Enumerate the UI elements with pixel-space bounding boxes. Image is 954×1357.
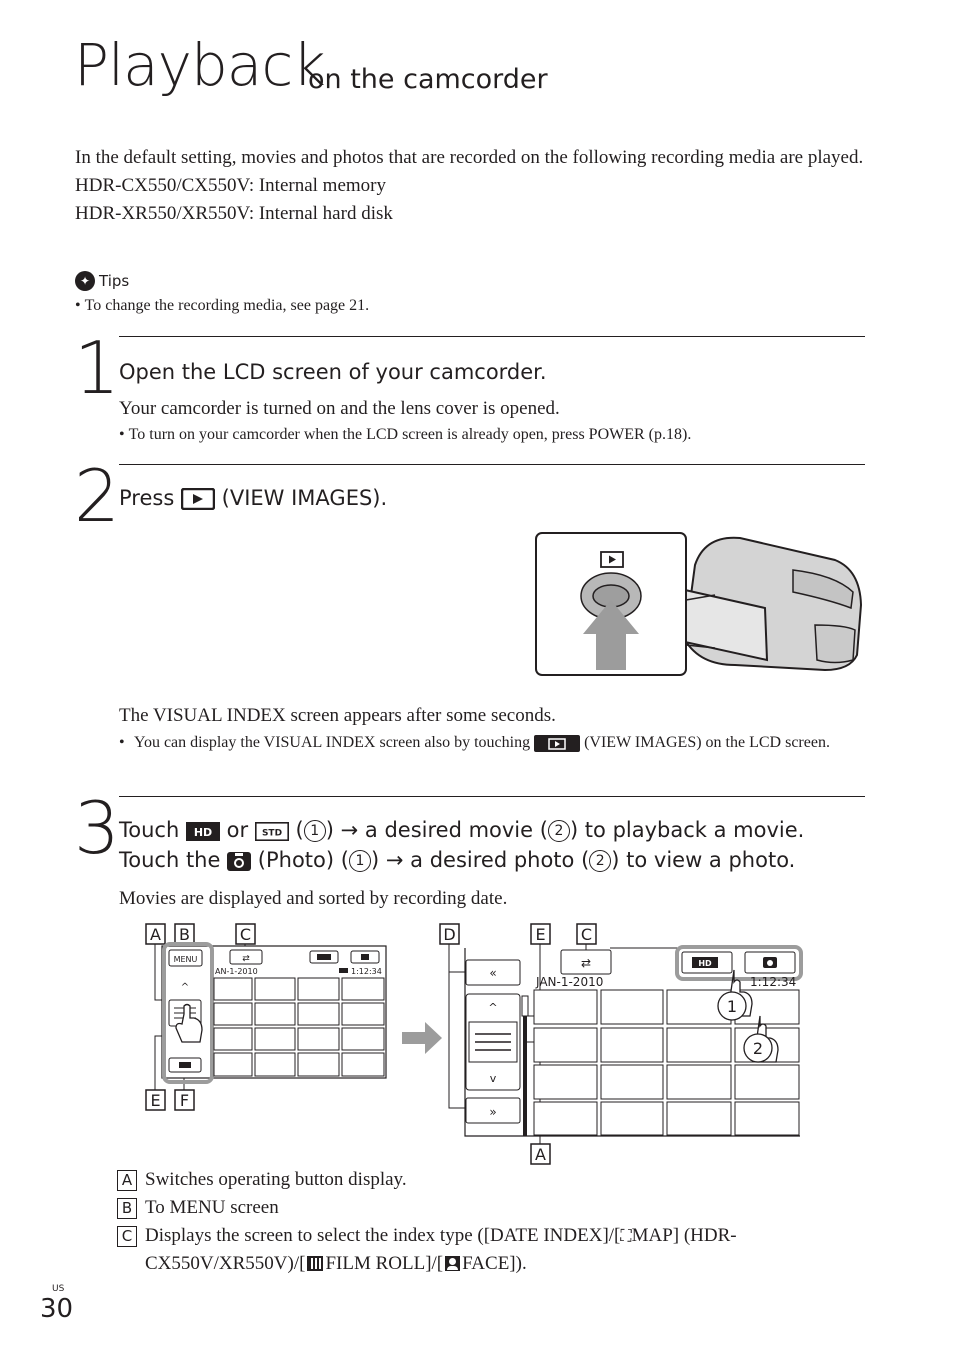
svg-text:STD: STD <box>262 828 282 838</box>
label-b: B <box>179 925 190 944</box>
small-date: AN-1-2010 <box>215 967 258 976</box>
circled-2-hand: 2 <box>753 1039 763 1058</box>
svg-text:⇄: ⇄ <box>581 956 591 970</box>
hd-movie-icon: HD <box>185 821 220 841</box>
map-icon: ⛶ <box>620 1226 632 1245</box>
step1-number: 1 <box>74 326 120 410</box>
tips-item-text: To change the recording media, see page … <box>84 297 370 314</box>
legend-text-a: Switches operating button display. <box>145 1169 407 1190</box>
label-c-large: C <box>581 925 592 944</box>
step1-heading: Open the LCD screen of your camcorder. <box>119 360 547 384</box>
tips-item: • To change the recording media, see pag… <box>75 297 370 314</box>
tips-label: Tips <box>99 272 130 290</box>
intro-line-3: HDR-XR550/XR550V: Internal hard disk <box>75 203 393 224</box>
camcorder-view-images-illustration <box>535 532 863 676</box>
page-title: Playback <box>74 31 326 99</box>
step1-body: Your camcorder is turned on and the lens… <box>119 398 560 419</box>
press-arrow-icon <box>583 600 639 670</box>
svg-text:⇄: ⇄ <box>242 954 250 964</box>
intro-paragraph: In the default setting, movies and photo… <box>75 144 875 228</box>
label-a: A <box>150 925 161 944</box>
tips-heading: ✦ Tips <box>75 271 129 291</box>
small-time: 1:12:34 <box>351 967 382 976</box>
label-d: D <box>443 925 455 944</box>
step2-heading: Press (VIEW IMAGES). <box>119 486 388 510</box>
legend-letter-a: A <box>117 1170 137 1191</box>
circled-number-1: 1 <box>303 820 326 842</box>
legend-item-b: B To MENU screen <box>117 1194 817 1222</box>
label-e-large: E <box>535 925 545 944</box>
face-icon <box>445 1256 461 1271</box>
step2-divider <box>119 464 865 465</box>
arrow-right-icon: → <box>385 848 404 872</box>
transition-arrow-icon <box>402 1022 442 1054</box>
svg-text:»: » <box>489 1105 496 1119</box>
view-images-button-label-icon <box>600 551 624 568</box>
svg-text:^: ^ <box>488 1001 497 1014</box>
std-movie-icon: STD <box>254 821 289 841</box>
large-index-screen: D E C A « » ^ v ⇄ HD <box>439 923 803 1165</box>
step3-heading-line1: Touch HD or STD (1) → a desired movie (2… <box>119 818 805 842</box>
step2-body: The VISUAL INDEX screen appears after so… <box>119 705 556 726</box>
film-roll-icon <box>307 1256 324 1271</box>
visual-index-diagram: A B C E F MENU ^ ⇄ <box>145 923 803 1165</box>
legend-text-c: Displays the screen to select the index … <box>145 1225 737 1274</box>
camcorder-body <box>683 536 863 672</box>
legend-item-a: A Switches operating button display. <box>117 1166 817 1194</box>
circled-number-2: 2 <box>589 850 612 872</box>
circled-1-hand: 1 <box>727 997 737 1016</box>
touch-hand-icon <box>175 1003 203 1043</box>
label-a-large: A <box>535 1145 546 1164</box>
step3-heading-line2: Touch the (Photo) (1) → a desired photo … <box>119 848 796 872</box>
legend-letter-c: C <box>117 1226 137 1247</box>
intro-line-1: In the default setting, movies and photo… <box>75 147 864 168</box>
page-subtitle: on the camcorder <box>308 64 548 95</box>
view-images-icon <box>180 488 215 510</box>
large-time: 1:12:34 <box>750 975 796 989</box>
intro-line-2: HDR-CX550/CX550V: Internal memory <box>75 175 386 196</box>
arrow-right-icon: → <box>340 818 359 842</box>
view-images-button <box>580 572 642 620</box>
tips-lightbulb-icon: ✦ <box>75 271 95 291</box>
legend-list: A Switches operating button display. B T… <box>117 1166 817 1278</box>
step3-body: Movies are displayed and sorted by recor… <box>119 888 508 909</box>
legend-item-c: C Displays the screen to select the inde… <box>117 1222 817 1278</box>
circled-number-1: 1 <box>348 850 371 872</box>
step1-bullet: • To turn on your camcorder when the LCD… <box>119 426 692 443</box>
step2-bullet: • You can display the VISUAL INDEX scree… <box>119 734 830 752</box>
svg-text:«: « <box>489 966 496 980</box>
view-images-touch-icon <box>534 734 581 752</box>
step3-divider <box>119 796 865 797</box>
step2-number: 2 <box>74 454 120 538</box>
step1-divider <box>119 336 865 337</box>
svg-text:HD: HD <box>194 826 212 839</box>
step1-bullet-text: To turn on your camcorder when the LCD s… <box>128 426 692 443</box>
large-date: JAN-1-2010 <box>535 975 603 989</box>
region-code: US <box>52 1284 65 1294</box>
legend-letter-b: B <box>117 1198 137 1219</box>
hd-button-label: HD <box>698 959 712 968</box>
svg-text:^: ^ <box>181 982 189 993</box>
label-f: F <box>180 1091 189 1110</box>
step3-number: 3 <box>74 786 120 870</box>
circled-number-2: 2 <box>547 820 570 842</box>
menu-button: MENU <box>174 955 198 964</box>
label-e: E <box>150 1091 160 1110</box>
legend-text-b: To MENU screen <box>145 1197 279 1218</box>
page-number: 30 <box>40 1294 74 1324</box>
label-c: C <box>240 925 251 944</box>
photo-camera-icon <box>227 851 252 871</box>
svg-text:v: v <box>490 1072 497 1085</box>
small-index-screen: A B C E F MENU ^ ⇄ <box>145 923 387 1111</box>
